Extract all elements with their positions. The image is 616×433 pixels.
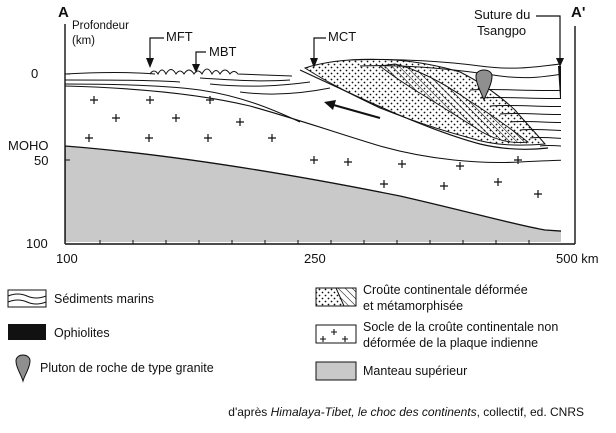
- fault-mct-label: MCT: [328, 29, 357, 44]
- depth-tick-50: 50: [34, 153, 49, 168]
- main-central-thrust-plane: [299, 69, 549, 150]
- legend-ophiolites-swatch: [8, 324, 46, 340]
- depth-tick-100: 100: [26, 236, 48, 251]
- tsangpo-suture-fault: [567, 66, 570, 232]
- endpoint-a-prime-label: A': [571, 4, 586, 21]
- depth-tick-0: 0: [31, 66, 39, 81]
- legend-marine-sediments-swatch: [7, 289, 47, 308]
- depth-axis-ticks: [65, 73, 70, 245]
- legend-deformed-crust-label-line2: et métamorphisée: [363, 299, 464, 313]
- depth-axis-title-line2: (km): [72, 35, 95, 47]
- granite-pluton-body: [475, 69, 493, 102]
- caption-prefix: d'après: [228, 405, 271, 419]
- legend-deformed-crust-swatch: [315, 287, 357, 307]
- legend-upper-mantle-swatch: [315, 361, 357, 381]
- fault-mbt-label: MBT: [209, 44, 237, 59]
- legend-upper-mantle-label: Manteau supérieur: [363, 364, 468, 378]
- tsangpo-suture-ophiolites: [558, 66, 561, 99]
- legend-deformed-crust-label-line1: Croûte continentale déformée: [363, 283, 528, 297]
- section-frame: [64, 24, 576, 245]
- legend-undeformed-basement-swatch: [315, 324, 357, 344]
- suture-label-line1: Suture du: [474, 7, 531, 22]
- fault-pointers: [149, 15, 561, 64]
- undeformed-basement-plus-marks: [85, 96, 542, 198]
- deformed-crust-hatched-band: [378, 63, 530, 143]
- legend-marine-sediments-label: Sédiments marins: [54, 292, 155, 306]
- distance-tick-250: 250: [304, 251, 326, 266]
- legend-granite-pluton-label: Pluton de roche de type granite: [40, 361, 214, 375]
- endpoint-a-label: A: [58, 4, 69, 21]
- indian-plate-top-boundary: [65, 85, 561, 164]
- caption-book-title: Himalaya-Tibet, le choc des continents: [270, 405, 477, 419]
- source-caption: d'après Himalaya-Tibet, le choc des cont…: [228, 405, 584, 419]
- mft-mbt-thrust-folds: [149, 68, 293, 77]
- distance-axis-ticks: [99, 240, 530, 244]
- distance-tick-500km: 500 km: [556, 251, 599, 266]
- fault-pointer-arrowheads: [146, 58, 564, 73]
- fault-mft-label: MFT: [166, 29, 193, 44]
- legend-undeformed-basement-label-line1: Socle de la croûte continentale non: [363, 320, 559, 334]
- distance-tick-100: 100: [56, 251, 78, 266]
- suture-label-line2: Tsangpo: [477, 23, 527, 38]
- upper-mantle-area: [65, 145, 561, 242]
- caption-suffix: , collectif, ed. CNRS: [476, 405, 584, 419]
- moho-label: MOHO: [8, 138, 49, 153]
- legend-undeformed-basement-label-line2: déformée de la plaque indienne: [363, 336, 539, 350]
- legend-ophiolites-label: Ophiolites: [54, 326, 110, 340]
- depth-axis-title-line1: Profondeur: [72, 20, 129, 32]
- underthrust-arrow-icon: [324, 100, 381, 119]
- legend-granite-pluton-icon: [15, 354, 31, 383]
